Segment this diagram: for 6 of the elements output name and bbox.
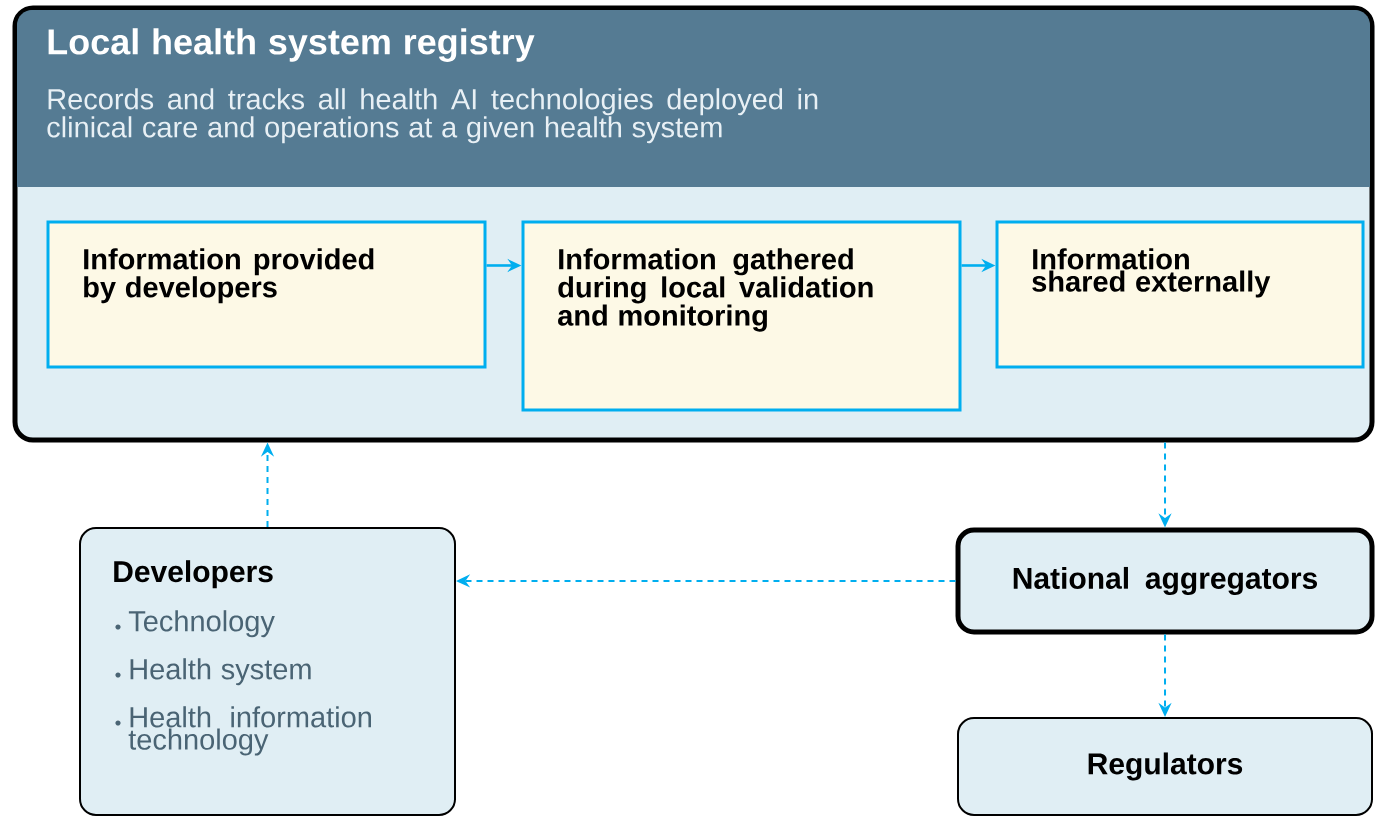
organization-box: Regulators (957, 717, 1373, 816)
info-box: Information gathered during local validation and monitoring (521, 220, 962, 412)
organization-box: National aggregators (955, 527, 1375, 635)
info-box: Information provided by developers (46, 220, 487, 369)
info-box: Information shared externally (995, 220, 1365, 369)
organization-box: Developers Technology Health system Health information technology (79, 527, 456, 816)
